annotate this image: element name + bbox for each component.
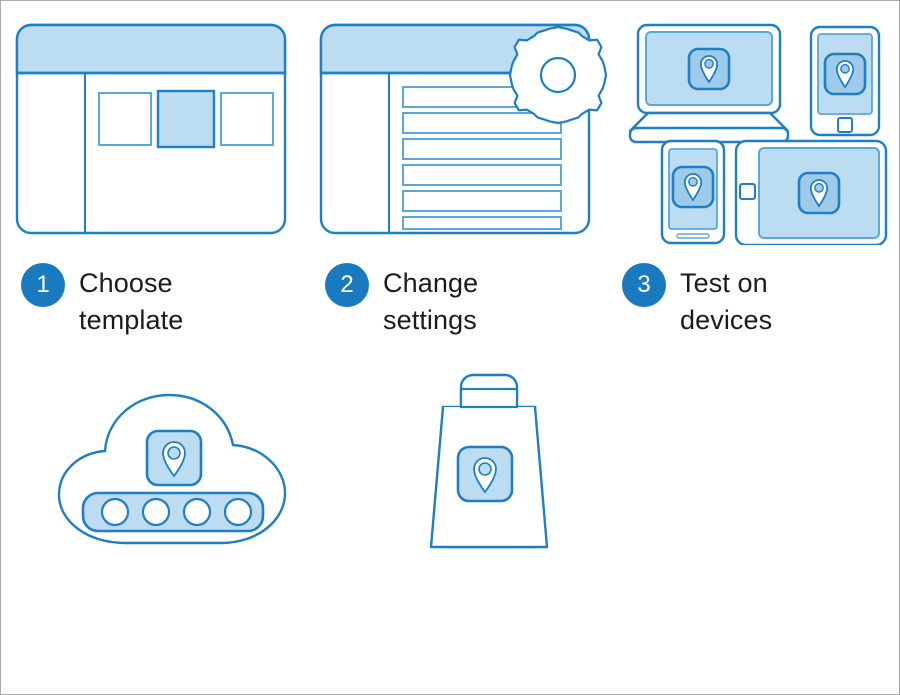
phone-device-icon: [660, 139, 726, 245]
browser-window-with-template-thumbnails-icon: [15, 23, 287, 235]
step-3-label: Test on devices: [680, 268, 773, 335]
tablet-portrait-device-icon: [809, 25, 881, 137]
step-3-caption: 3 Test on devices: [622, 263, 882, 339]
gear-icon: [508, 25, 608, 125]
cloud-with-conveyor-belt-icon: [57, 393, 287, 545]
step-1-label: Choose template: [79, 268, 184, 335]
step-2-label: Change settings: [383, 268, 479, 335]
step-1-badge: 1: [21, 263, 65, 307]
step-2-caption: 2 Change settings: [325, 263, 615, 339]
tablet-landscape-device-icon: [734, 139, 888, 245]
app-icon: [145, 429, 203, 487]
step-2-badge: 2: [325, 263, 369, 307]
browser-window-with-settings-rows-and-gear-icon: [319, 23, 608, 235]
laptop-device-icon: [628, 23, 790, 144]
step-3-badge: 3: [622, 263, 666, 307]
shopping-bag-icon: [429, 373, 549, 549]
conveyor-belt-icon: [81, 491, 265, 533]
step-1-caption: 1 Choose template: [21, 263, 321, 339]
app-icon: [456, 445, 514, 503]
multiple-devices-icon: [628, 23, 888, 245]
